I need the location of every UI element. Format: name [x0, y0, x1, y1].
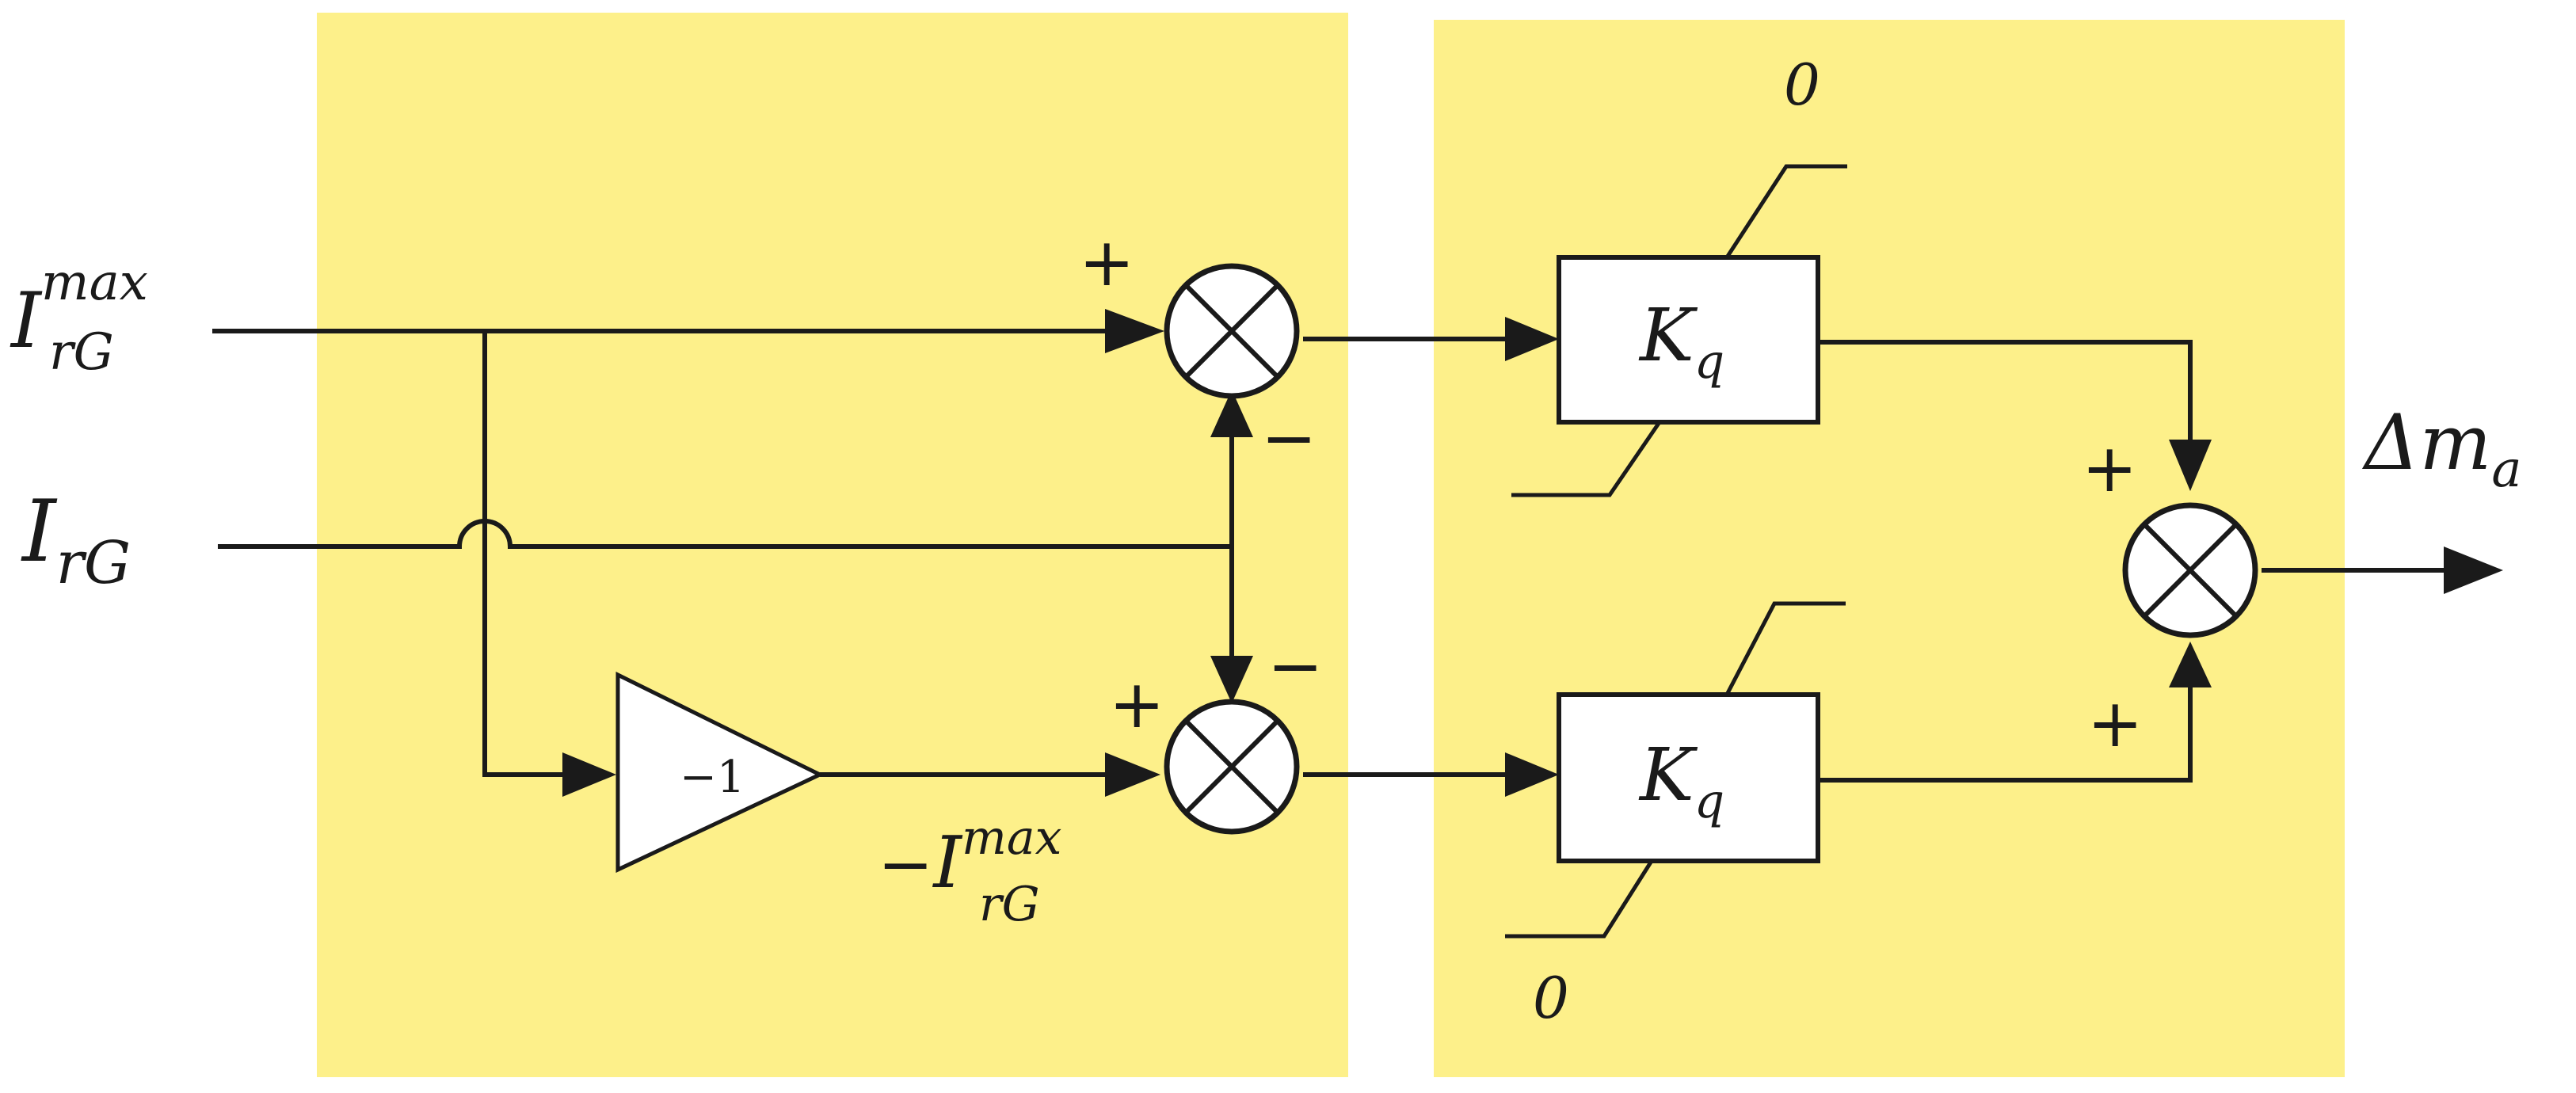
kq-bottom-upper-limit: [1724, 601, 1846, 696]
label-delta-m-a: Δma: [2361, 398, 2522, 499]
kq-bottom-lower-limit: [1505, 859, 1654, 939]
sum-junction-1: [1164, 263, 1300, 399]
sum1-minus-sign: −: [1261, 399, 1317, 477]
sum-junction-2: [1164, 699, 1300, 835]
wire-kq-bottom-to-sum3: [1818, 673, 2193, 783]
arrowhead-sum1-input: [1105, 309, 1164, 353]
arrowhead-sum1-bottom: [1210, 390, 1253, 437]
arrowhead-sum3-bottom: [2169, 642, 2212, 687]
sum-junction-3: [2122, 502, 2258, 638]
wire-i-rg: [218, 519, 1232, 549]
arrowhead-output: [2444, 546, 2503, 594]
sum2-plus-sign: +: [1109, 665, 1164, 743]
kq-top-lower-limit: [1511, 421, 1662, 497]
sum1-plus-sign: +: [1079, 223, 1134, 301]
limit-bottom-zero: 0: [1533, 965, 1569, 1031]
arrowhead-sum3-top: [2169, 440, 2212, 491]
arrowhead-sum2-top: [1210, 656, 1253, 703]
label-i-rg: IrG: [21, 482, 131, 597]
limit-top-zero: 0: [1784, 51, 1820, 118]
kq-bottom-label: Kq: [1638, 733, 1724, 829]
kq-top-upper-limit: [1724, 164, 1847, 259]
arrowhead-kq-bottom-input: [1505, 752, 1559, 797]
wire-kq-top-to-sum3: [1818, 340, 2193, 444]
gain-block: [615, 671, 825, 873]
sum3-plus-bottom-sign: +: [2087, 684, 2143, 762]
arrowhead-sum2-input: [1105, 752, 1160, 797]
gain-label: −1: [680, 752, 745, 803]
wire-branch-to-gain: [482, 331, 570, 777]
kq-bottom-block: [1557, 692, 1820, 863]
kq-top-label: Kq: [1638, 293, 1724, 390]
arrowhead-kq-top-input: [1505, 317, 1559, 361]
sum2-minus-sign: −: [1267, 627, 1323, 705]
arrowhead-gain-input: [562, 752, 616, 797]
kq-top-block: [1557, 255, 1820, 425]
sum3-plus-top-sign: +: [2082, 429, 2137, 507]
